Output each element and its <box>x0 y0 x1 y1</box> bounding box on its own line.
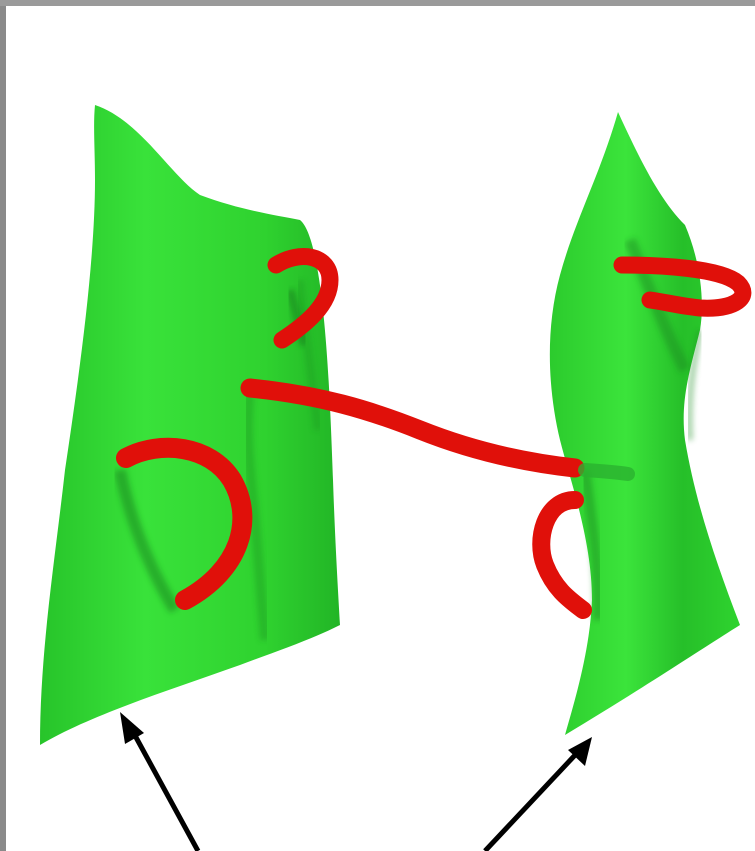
frame-top-edge <box>0 0 755 6</box>
center-highlight <box>384 232 540 388</box>
connecting-string-shadow-end <box>585 470 628 474</box>
